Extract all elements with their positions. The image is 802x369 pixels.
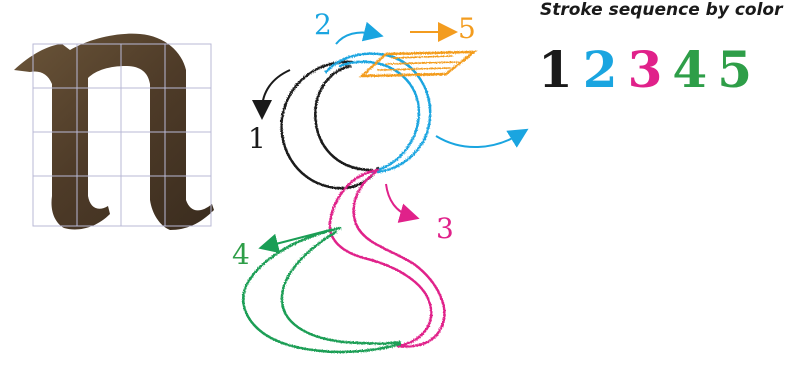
letter-g-strokes [242,50,478,354]
stroke-3-magenta [328,168,433,348]
arrow-stroke-4 [258,229,331,254]
arrow-stroke-1 [252,69,291,120]
stroke-1-black-inner [314,64,374,172]
arrow-stroke-2 [335,21,384,45]
stroke-5-orange-hatch [377,55,459,71]
stroke-label-3: 3 [436,212,454,245]
arrow-stroke-2-exit [435,128,529,148]
stroke-4-green [242,226,402,354]
legend-title: Stroke sequence by color [540,0,783,20]
legend-digit-5: 5 [717,40,756,99]
guide-grid [32,43,212,227]
stroke-label-4: 4 [232,238,250,271]
stroke-1-black [280,60,380,190]
stroke-2-cyan [324,52,432,174]
stroke-3-magenta-inner [352,170,446,348]
direction-arrows [252,21,529,254]
stroke-label-2: 2 [314,8,332,41]
stroke-label-1: 1 [248,122,266,155]
legend-digit-1: 1 [538,40,577,99]
letter-n-glyph [14,33,214,230]
stroke-4-green-inner [280,230,402,345]
stroke-label-5: 5 [458,12,476,45]
stroke-labels: 1 2 5 3 4 [232,8,476,271]
arrow-stroke-3 [385,183,420,223]
stroke-5-orange [358,50,478,78]
legend-digit-2: 2 [582,40,622,99]
stroke-2-cyan-inner [338,60,421,174]
legend-digit-4: 4 [672,40,712,99]
letter-n-sample [14,33,214,230]
legend-digit-3: 3 [627,40,667,99]
